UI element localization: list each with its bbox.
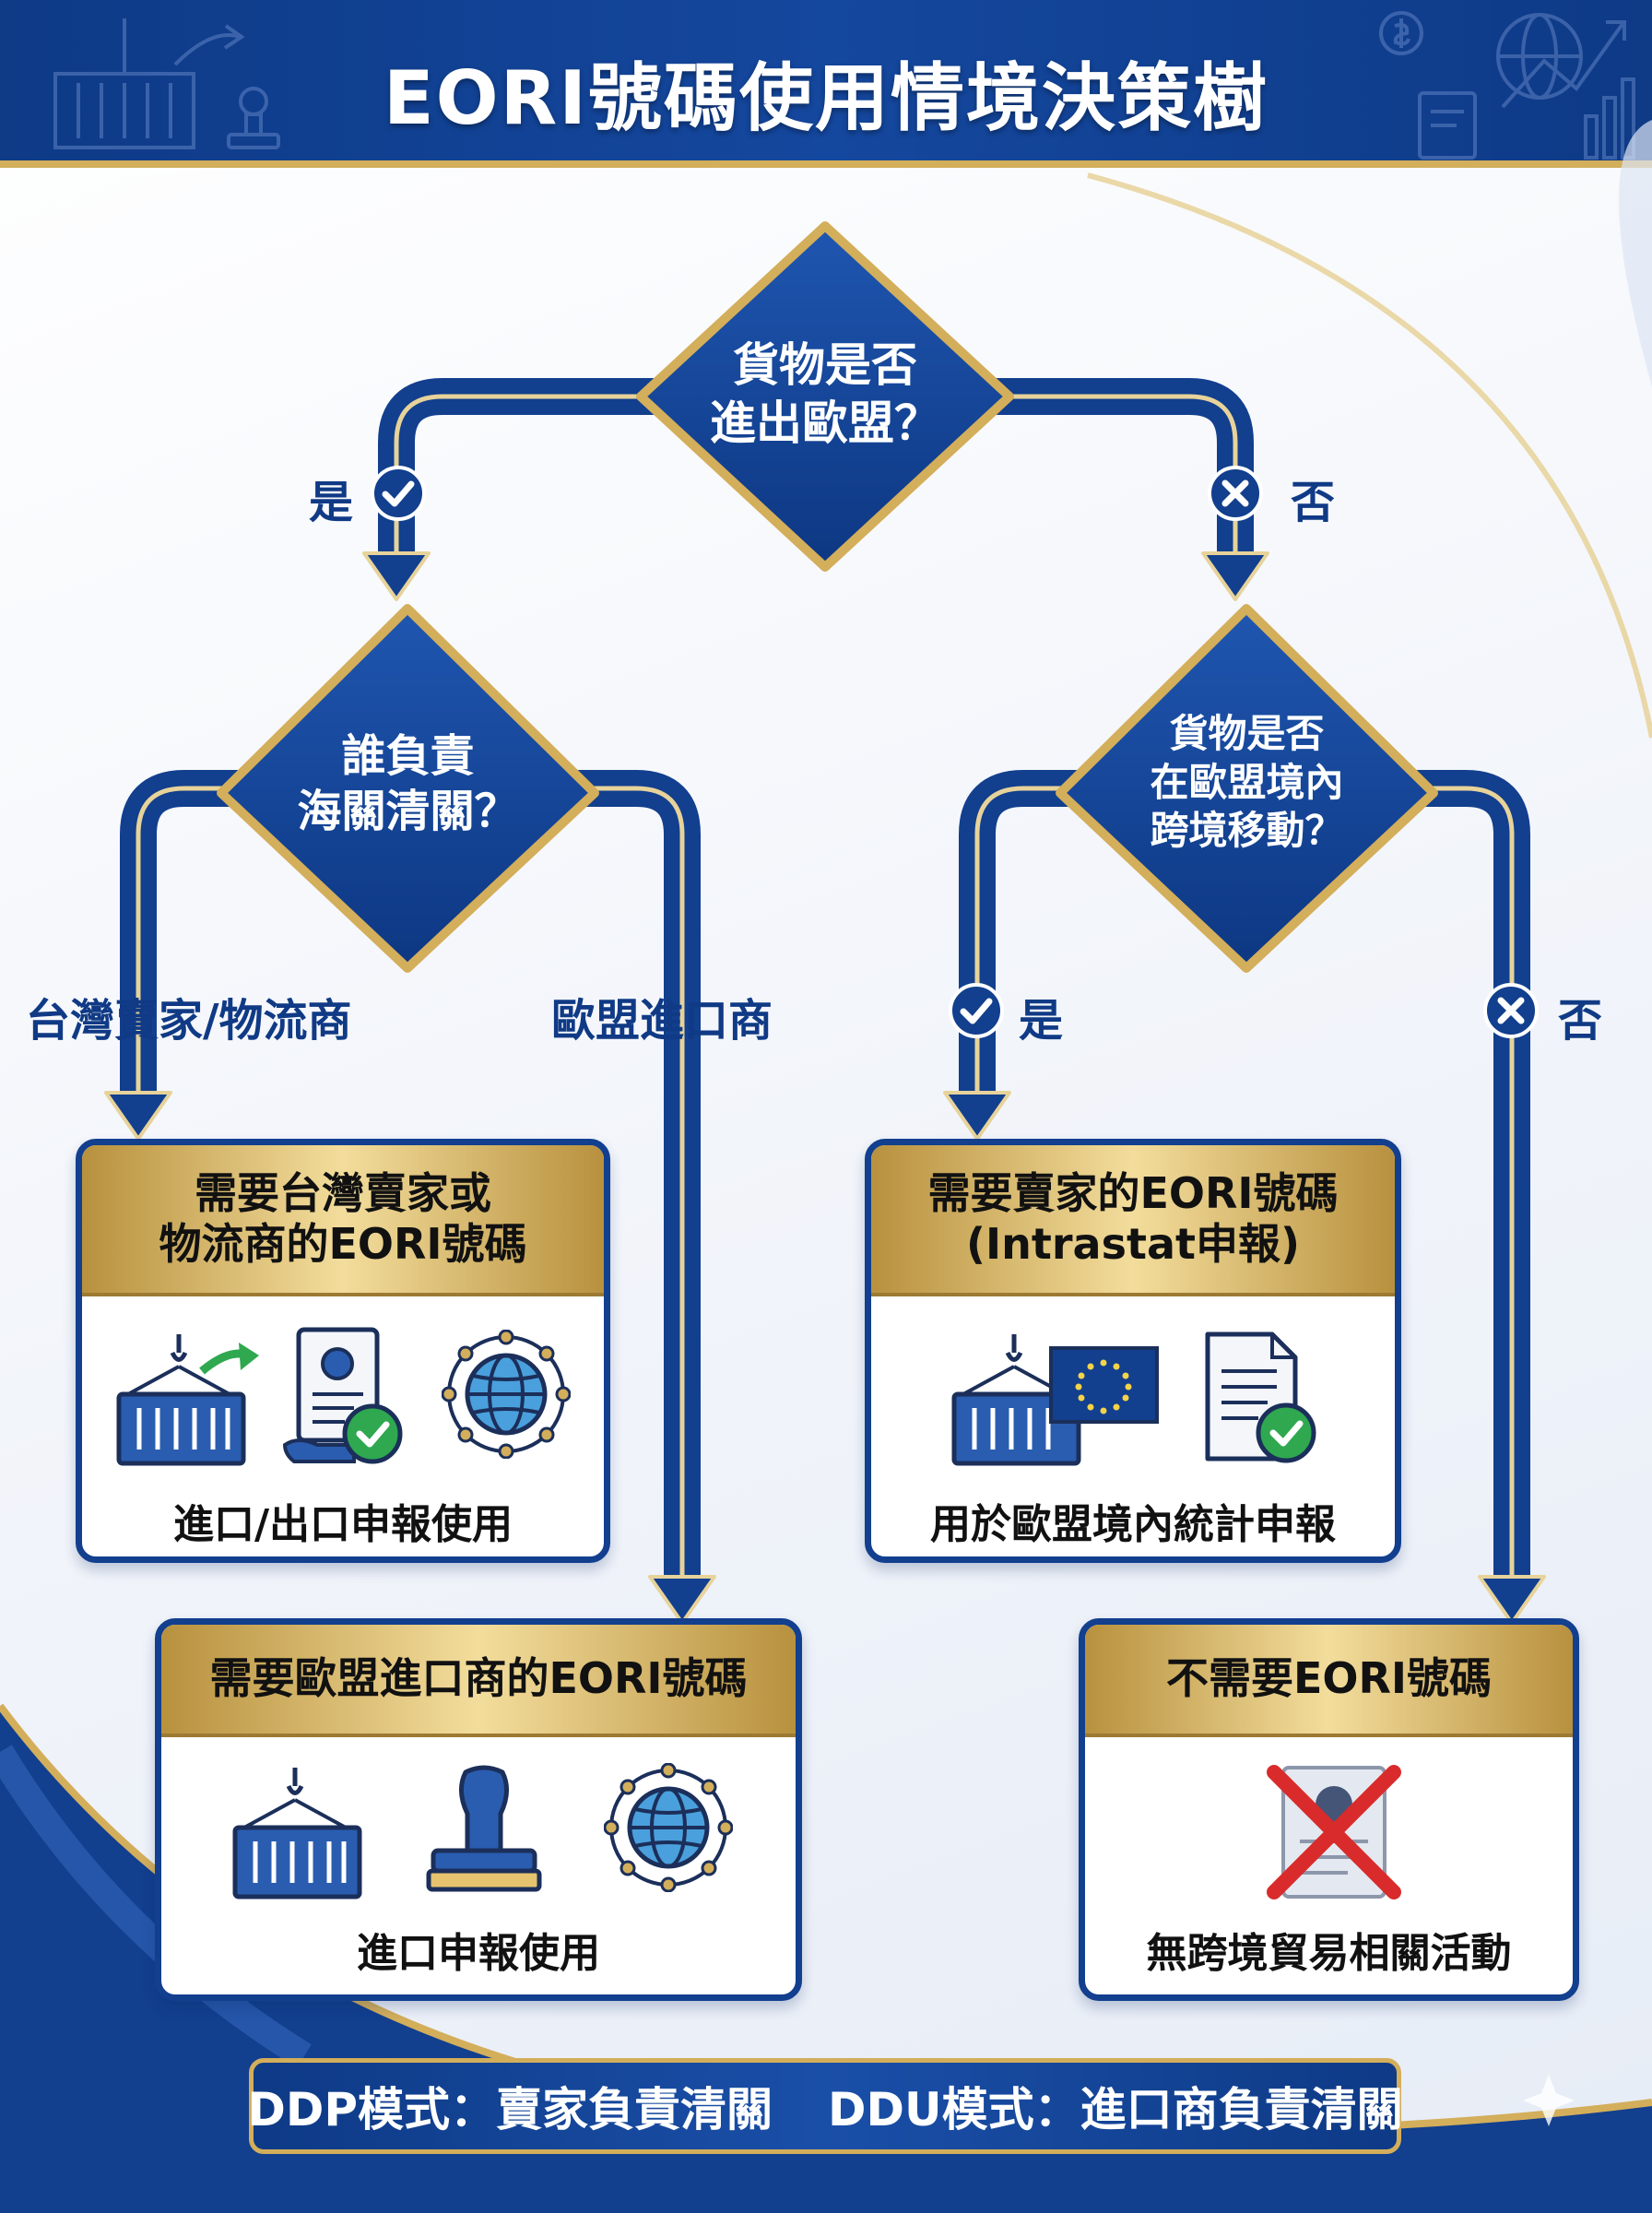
result-card-header-line: 需要賣家的EORI號碼 [927, 1167, 1339, 1218]
result-card-no-eori: 不需要EORI號碼 無跨境貿易相關活動 [1079, 1618, 1579, 2001]
arrow-head [104, 1091, 172, 1141]
page-title: EORI號碼使用情境決策樹 [383, 55, 1269, 141]
container-eu-flag-icon [951, 1334, 1159, 1466]
check-icon [371, 466, 426, 521]
question-q1-line: 進出歐盟？ [710, 396, 940, 450]
question-q3-line: 貨物是否 [1169, 711, 1325, 756]
branch-label-q3-no: 否 [1558, 995, 1603, 1047]
result-card-caption: 進口/出口申報使用 [172, 1501, 513, 1548]
result-card-header-line: 物流商的EORI號碼 [159, 1219, 527, 1269]
question-q3-line: 跨境移動？ [1150, 808, 1344, 853]
decision-diamond-q1 [636, 221, 1014, 572]
stamp-deco-icon [227, 87, 280, 149]
question-q2: 誰負責 海關清關？ [221, 728, 595, 839]
question-q2-line: 海關清關？ [297, 786, 519, 837]
result-card-header-line: 需要台灣賣家或 [195, 1167, 491, 1218]
trade-deco-icon [1379, 11, 1635, 160]
document-check-icon [1205, 1331, 1316, 1463]
footer-note: DDP模式：賣家負責清關 DDU模式：進口商負責清關 [247, 2058, 1403, 2154]
footer-ddu: DDU模式：進口商負責清關 [828, 2083, 1403, 2136]
branch-label-q2-left: 台灣賣家/物流商 [26, 995, 352, 1047]
arrow-head [1478, 1575, 1546, 1625]
container-crane-icon [232, 1768, 362, 1899]
question-q3-line: 在歐盟境內 [1150, 759, 1344, 805]
arrow-head [943, 1091, 1011, 1141]
result-card-header: 需要台灣賣家或 物流商的EORI號碼 [82, 1145, 604, 1296]
branch-label-q3-yes: 是 [1019, 995, 1064, 1047]
result-card-seller-eori: 需要台灣賣家或 物流商的EORI號碼 進口/出口申報使用 [76, 1139, 610, 1563]
x-icon [1208, 466, 1263, 521]
stamp-icon [426, 1765, 542, 1892]
question-q1-line: 貨物是否 [733, 338, 917, 392]
branch-label-q1-yes: 是 [309, 477, 354, 528]
result-card-importer-eori: 需要歐盟進口商的EORI號碼 進口申報使用 [155, 1618, 802, 2001]
result-card-header: 不需要EORI號碼 [1085, 1625, 1573, 1737]
decision-diamond-q3 [1056, 604, 1438, 973]
question-q2-line: 誰負責 [341, 730, 475, 782]
header-banner: EORI號碼使用情境決策樹 [0, 0, 1652, 168]
container-deco-icon [53, 18, 245, 149]
document-check-icon [282, 1327, 403, 1464]
arrow-head [648, 1575, 716, 1625]
branch-label-q2-right: 歐盟進口商 [551, 995, 773, 1047]
x-icon [1483, 983, 1539, 1038]
result-card-intrastat-eori: 需要賣家的EORI號碼 (Intrastat申報) 用於歐盟境內統計申報 [865, 1139, 1401, 1563]
result-card-header-line: 不需要EORI號碼 [1165, 1653, 1493, 1704]
result-card-header-line: 需要歐盟進口商的EORI號碼 [209, 1653, 748, 1704]
result-card-header: 需要賣家的EORI號碼 (Intrastat申報) [871, 1145, 1395, 1296]
arrow-head [1201, 551, 1269, 601]
result-card-header-line: (Intrastat申報) [965, 1219, 1301, 1269]
globe-icon [442, 1330, 571, 1459]
question-q1: 貨物是否 進出歐盟？ [641, 337, 1009, 452]
question-q3: 貨物是否 在歐盟境內 跨境移動？ [1060, 710, 1434, 856]
result-card-caption: 無跨境貿易相關活動 [1146, 1930, 1512, 1977]
container-crane-icon [116, 1334, 259, 1466]
result-card-header: 需要歐盟進口商的EORI號碼 [161, 1625, 796, 1737]
footer-ddp: DDP模式：賣家負責清關 [247, 2083, 773, 2136]
globe-icon [604, 1763, 733, 1892]
arrow-head [362, 551, 431, 601]
check-icon [949, 983, 1004, 1038]
decision-diamond-q2 [217, 604, 599, 973]
result-card-caption: 進口申報使用 [357, 1930, 600, 1977]
result-card-caption: 用於歐盟境內統計申報 [930, 1501, 1336, 1548]
crossed-document-icon [1267, 1765, 1401, 1899]
branch-label-q1-no: 否 [1291, 477, 1336, 528]
